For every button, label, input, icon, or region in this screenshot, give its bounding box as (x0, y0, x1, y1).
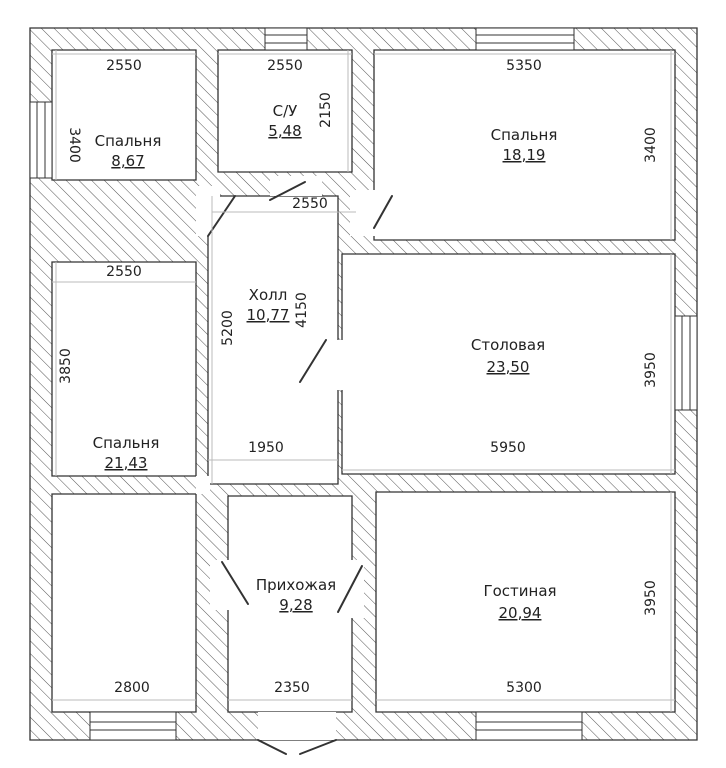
room-area-bathroom: 5,48 (268, 122, 301, 140)
window-right (674, 315, 698, 411)
dimension-lines (52, 50, 675, 712)
room-name-hall: Холл (249, 286, 288, 304)
room-name-dining: Столовая (471, 336, 545, 354)
dim-label: 4150 (294, 292, 310, 328)
dim-label: 5950 (490, 440, 526, 456)
door-gap-dining (320, 340, 344, 390)
room-name-bathroom: С/У (273, 102, 298, 120)
room-area-living-room: 20,94 (499, 604, 542, 622)
window-bottom-1 (89, 711, 177, 741)
dim-label: 2150 (318, 92, 334, 128)
room-name-bedroom-2: Спальня (491, 126, 558, 144)
door-leaf-living (337, 565, 363, 613)
doors (207, 181, 393, 755)
door-gap-bedroom2 (350, 190, 376, 236)
door-leaf-hall (221, 561, 249, 605)
dimension-labels: 2550 2550 5350 3400 2150 3400 2550 2550 … (58, 58, 659, 696)
dim-label: 5300 (506, 680, 542, 696)
window-top-2 (475, 27, 575, 51)
dim-label: 3400 (643, 127, 659, 163)
window-top-1 (264, 27, 308, 51)
door-openings (196, 176, 376, 740)
door-leaf-bathroom (269, 181, 306, 201)
dim-label: 5200 (220, 310, 236, 346)
dim-label: 3850 (58, 348, 74, 384)
window-left (29, 101, 53, 179)
dim-label: 3950 (643, 580, 659, 616)
room-area-dining: 23,50 (487, 358, 530, 376)
room-area-hall: 10,77 (247, 306, 290, 324)
door-leaf-entrance-left (257, 739, 287, 755)
door-leaf-bedroom2 (373, 195, 393, 229)
dim-label: 2550 (267, 58, 303, 74)
room-name-bedroom-3: Спальня (93, 434, 160, 452)
room-area-bedroom-2: 18,19 (503, 146, 546, 164)
door-gap-bedroom1 (196, 186, 220, 236)
room-area-entrance-hall: 9,28 (279, 596, 312, 614)
room-name-entrance-hall: Прихожая (256, 576, 336, 594)
door-gap-hall-left (210, 560, 234, 610)
door-gap-entrance (258, 712, 336, 740)
door-leaf-entrance-right (299, 739, 337, 755)
dim-label: 2550 (106, 264, 142, 280)
room-name-living-room: Гостиная (483, 582, 556, 600)
dim-label: 2550 (292, 196, 328, 212)
window-bottom-2 (475, 711, 583, 741)
door-leaf-dining (299, 339, 327, 383)
door-gap-bedroom3 (196, 476, 210, 494)
dim-label: 2550 (106, 58, 142, 74)
room-area-bedroom-3: 21,43 (105, 454, 148, 472)
room-area-bedroom-1: 8,67 (111, 152, 144, 170)
dim-label: 1950 (248, 440, 284, 456)
dim-label: 5350 (506, 58, 542, 74)
dim-label: 2350 (274, 680, 310, 696)
windows (29, 27, 698, 741)
dim-label: 3950 (643, 352, 659, 388)
dim-label: 2800 (114, 680, 150, 696)
dim-label: 3400 (66, 127, 82, 163)
room-name-bedroom-1: Спальня (95, 132, 162, 150)
room-labels: Спальня 8,67 С/У 5,48 Спальня 18,19 Холл… (93, 102, 558, 622)
